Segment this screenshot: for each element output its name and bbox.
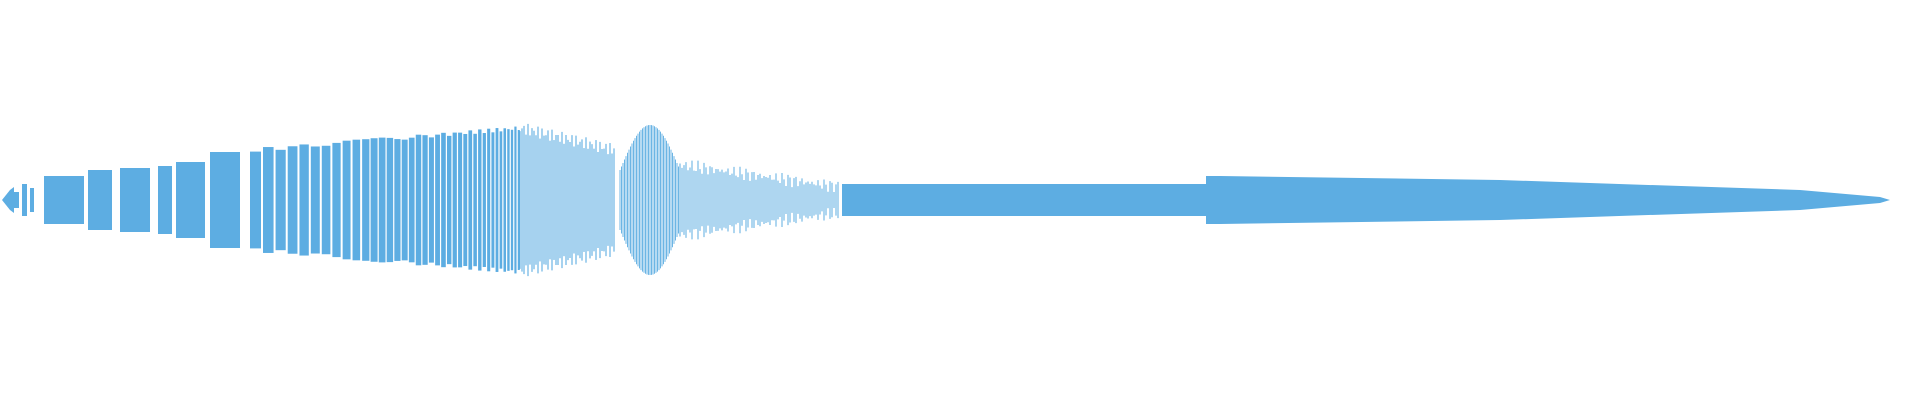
waveform-burst — [88, 170, 112, 230]
waveform-burst — [482, 133, 486, 267]
waveform-burst — [287, 146, 298, 254]
waveform-burst — [514, 126, 517, 274]
waveform-steady-tone-fade — [1206, 176, 1890, 224]
waveform-burst — [370, 138, 378, 262]
waveform-burst — [510, 129, 514, 271]
waveform-burst — [463, 133, 468, 267]
waveform-burst — [386, 137, 394, 263]
waveform-burst — [435, 134, 440, 266]
waveform-burst — [487, 128, 491, 272]
waveform-burst — [321, 145, 331, 255]
waveform-burst — [478, 129, 482, 271]
waveform-burst — [408, 137, 415, 263]
waveform-burst — [499, 131, 503, 269]
waveform-burst — [176, 162, 205, 238]
waveform-burst — [468, 130, 473, 270]
waveform-burst — [250, 151, 261, 249]
waveform-burst — [30, 188, 34, 212]
waveform-burst — [446, 135, 452, 265]
waveform-burst — [473, 133, 477, 267]
waveform-burst — [120, 168, 150, 232]
waveform-burst — [352, 139, 361, 261]
waveform-burst — [362, 139, 370, 261]
waveform-burst — [394, 139, 401, 261]
waveform-burst — [22, 184, 27, 216]
waveform-burst — [495, 128, 499, 272]
waveform-burst — [458, 132, 463, 268]
waveform-burst — [428, 137, 434, 263]
waveform-burst — [378, 137, 386, 263]
waveform-taper-start — [2, 187, 14, 213]
waveform-burst — [275, 149, 286, 251]
waveform-burst — [401, 139, 408, 261]
waveform-burst — [491, 132, 495, 268]
waveform-burst — [299, 144, 309, 256]
waveform-burst — [441, 132, 446, 268]
waveform-steady-tone — [842, 184, 1206, 216]
waveform-burst — [422, 135, 428, 265]
waveform-burst — [332, 142, 341, 258]
waveform-burst — [507, 129, 510, 271]
waveform-burst — [342, 140, 351, 260]
waveform-burst — [210, 152, 240, 248]
waveform-burst — [263, 147, 274, 253]
waveform-burst — [503, 128, 507, 272]
waveform-burst — [452, 132, 457, 268]
waveform-burst — [14, 192, 19, 208]
waveform-burst — [44, 176, 84, 224]
waveform-burst — [517, 130, 520, 270]
waveform-burst — [310, 146, 320, 254]
waveform-burst — [158, 166, 172, 234]
waveform-burst — [415, 134, 422, 266]
